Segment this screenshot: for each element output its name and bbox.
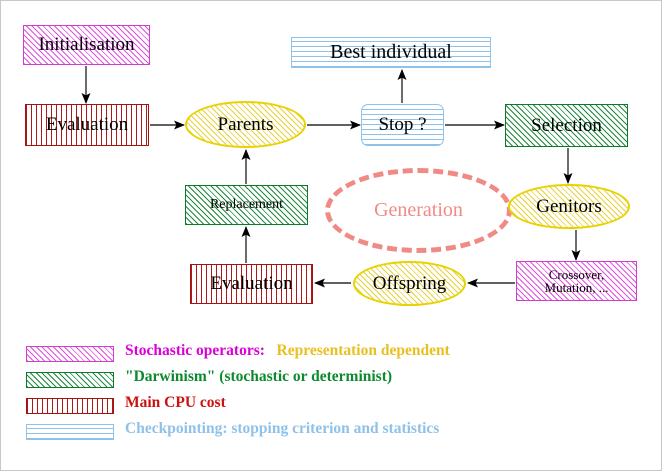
node-replacement: Replacement [185, 185, 308, 225]
legend-text-checkpointing: Checkpointing: stopping criterion and st… [125, 420, 439, 438]
legend-text-stochastic-operators: Stochastic operators: Representation dep… [125, 342, 450, 360]
legend-swatch-stochastic-operators [26, 346, 114, 362]
node-genitors: Genitors [508, 184, 630, 229]
node-best-individual: Best individual [291, 37, 491, 68]
node-label-evaluation-top: Evaluation [45, 114, 129, 136]
node-stop: Stop ? [361, 104, 444, 146]
node-label-evaluation-bot: Evaluation [210, 273, 293, 295]
node-selection: Selection [505, 104, 628, 147]
node-crossover: Crossover,Mutation, ... [516, 261, 637, 301]
node-label-best-individual: Best individual [330, 41, 452, 64]
node-evaluation-top: Evaluation [25, 104, 149, 146]
legend-swatch-checkpointing [26, 424, 114, 440]
node-label-parents: Parents [217, 113, 274, 135]
generation-label: Generation [374, 199, 463, 221]
node-offspring: Offspring [353, 261, 466, 306]
legend-text-main-cpu-cost: Main CPU cost [125, 394, 226, 412]
legend-text-secondary-stochastic-operators: Representation dependent [276, 342, 450, 359]
legend-swatch-main-cpu-cost [26, 398, 114, 414]
legend-text-primary-main-cpu-cost: Main CPU cost [125, 394, 226, 411]
legend-text-primary-darwinism: "Darwinism" (stochastic or determinist) [125, 368, 393, 385]
node-label-initialisation: Initialisation [38, 34, 135, 56]
node-label-offspring: Offspring [372, 272, 447, 294]
legend-swatch-darwinism [26, 372, 114, 388]
generation-loop: Generation [325, 168, 512, 253]
node-label-genitors: Genitors [536, 195, 602, 217]
legend: Stochastic operators: Representation dep… [0, 336, 662, 456]
legend-text-primary-stochastic-operators: Stochastic operators: [125, 342, 265, 359]
node-initialisation: Initialisation [23, 25, 150, 65]
node-label-crossover: Crossover,Mutation, ... [544, 266, 609, 295]
node-label-stop: Stop ? [378, 114, 427, 136]
node-label-replacement: Replacement [209, 196, 284, 212]
node-evaluation-bot: Evaluation [190, 264, 313, 304]
legend-text-darwinism: "Darwinism" (stochastic or determinist) [125, 368, 392, 386]
node-parents: Parents [185, 101, 306, 148]
node-label-selection: Selection [531, 114, 602, 136]
legend-text-gap [265, 342, 277, 359]
legend-text-primary-checkpointing: Checkpointing: stopping criterion and st… [125, 420, 440, 437]
